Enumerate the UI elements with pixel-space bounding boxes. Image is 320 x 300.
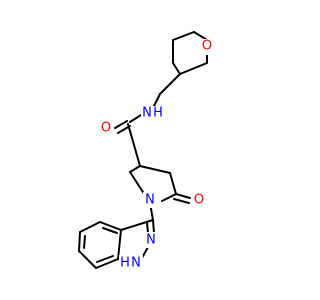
bond-layer [78,31,208,269]
bond [173,198,190,204]
bond [179,62,208,75]
bond [172,62,181,75]
atom-n-indazole-1-symbol: N [131,256,141,271]
atom-o-amide-symbol: O [101,121,111,136]
atom-o-lactam: O [192,192,207,209]
bond [127,123,141,167]
atom-o-ring-symbol: O [202,39,212,54]
bond [96,255,114,263]
bond [175,193,191,199]
bond [152,219,155,234]
bond [99,221,122,231]
bond [159,73,181,95]
atom-o-ring: O [201,39,214,55]
atom-n-indazole-1-hydrogen: H [120,256,130,271]
structure-canvas: O N H O N O N H N [78,31,214,272]
bond [120,219,154,231]
bond [161,193,177,202]
bond [193,31,208,41]
molecule-structure: O N H O N O N H N [78,31,214,272]
bond [117,229,122,260]
atom-o-lactam-symbol: O [194,193,204,208]
atom-n-amide: N H [141,106,165,122]
bond [139,165,171,174]
atom-label-layer: O N H O N O N H N [99,39,214,272]
bond [83,235,86,249]
bond [95,258,119,269]
atom-n-amide-hydrogen: H [153,106,163,121]
bond [146,222,149,234]
atom-n-pyrrolidine-symbol: N [145,193,155,208]
bond [129,114,142,123]
bond [172,31,195,41]
atom-n-indazole-1: H N [119,255,143,272]
bond [78,231,81,252]
bond [78,250,97,269]
bond [79,221,101,233]
atom-n-indazole-2-symbol: N [146,233,156,248]
atom-o-amide: O [99,119,114,136]
atom-n-amide-symbol: N [142,106,152,121]
bond [169,172,177,195]
bond [102,227,118,234]
atom-n-pyrrolidine: N [143,192,157,208]
bond [129,165,141,173]
atom-n-indazole-2: N [144,232,158,248]
bond [114,120,128,129]
